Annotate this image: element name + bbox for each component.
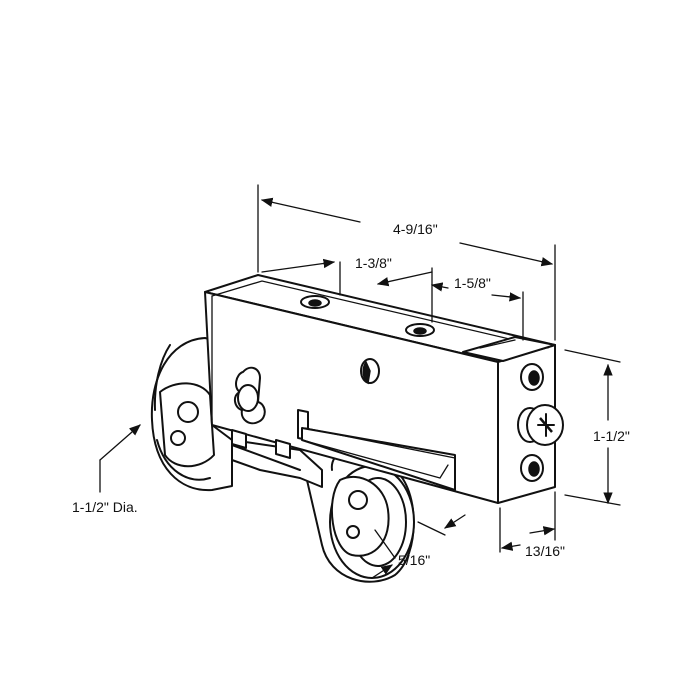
end-plate — [520, 363, 544, 482]
dimension-hole-spacing-1 — [261, 258, 433, 323]
dimension-hole-spacing-2 — [430, 282, 524, 341]
dimension-wheel-width — [371, 514, 466, 579]
width-label: 13/16" — [525, 543, 565, 559]
dimension-width — [499, 491, 556, 553]
wheel-diameter-label: 1-1/2" Dia. — [72, 499, 138, 515]
hole-spacing-2-label: 1-5/8" — [454, 275, 491, 291]
dimension-wheel-diameter — [99, 424, 141, 493]
dimension-height — [564, 349, 621, 506]
front-wheel — [299, 441, 415, 583]
dimension-overall-length — [257, 184, 556, 341]
adjustment-screw-icon — [517, 404, 564, 446]
overall-length-label: 4-9/16" — [393, 221, 438, 237]
height-label: 1-1/2" — [593, 428, 630, 444]
wheel-width-label: 5/16" — [398, 552, 430, 568]
hole-spacing-1-label: 1-3/8" — [355, 255, 392, 271]
